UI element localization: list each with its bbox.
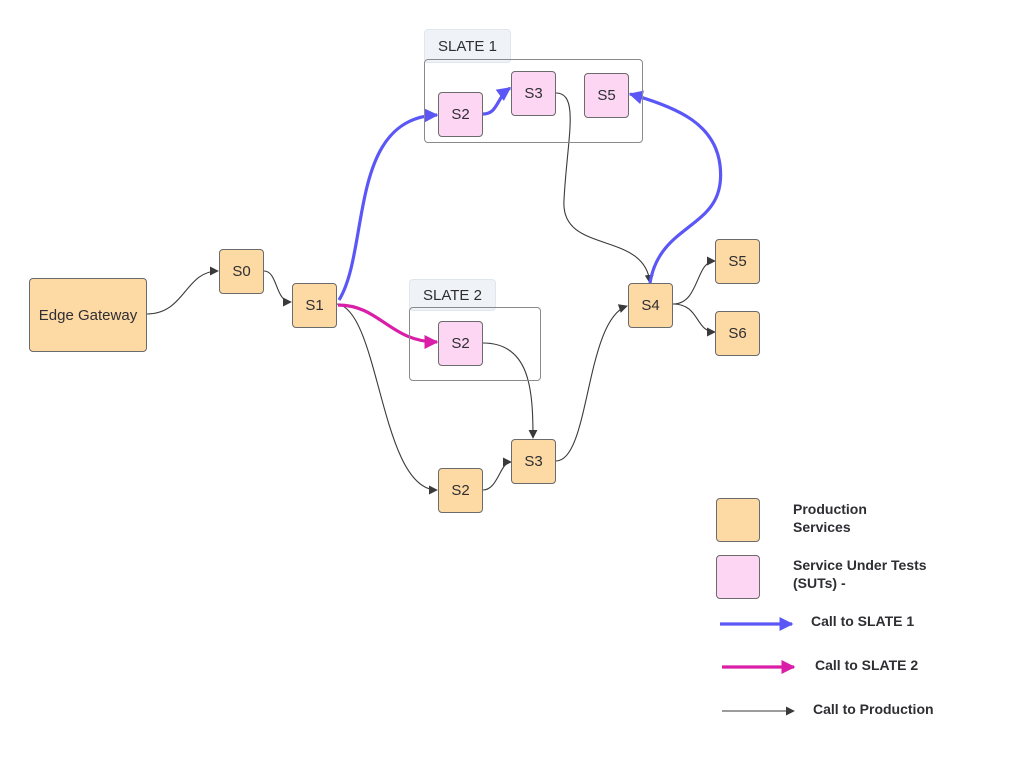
prod-s2-node[interactable]: S2 — [438, 468, 483, 513]
edge-s1-to-s2 — [336, 303, 438, 495]
legend-label-production-call: Call to Production — [813, 701, 934, 717]
s1-node[interactable]: S1 — [292, 283, 337, 328]
edge-s1-to-slate2-s2 — [337, 303, 439, 349]
edge-gateway-to-s0 — [146, 266, 219, 315]
edge-s4-to-slate1-s5 — [628, 90, 723, 284]
legend-label-slate2: Call to SLATE 2 — [815, 657, 919, 673]
legend-label-sut: Service Under Tests (SUTs) - — [793, 557, 927, 591]
slate1-label: SLATE 1 — [424, 29, 511, 63]
edge-s4-to-s6 — [672, 303, 716, 337]
slate1-s5-node[interactable]: S5 — [584, 73, 629, 118]
slate1-container — [424, 59, 643, 143]
edge-s0-to-s1 — [263, 270, 292, 307]
slate2-s2-node[interactable]: S2 — [438, 321, 483, 366]
edge-s1-to-slate1-s2 — [337, 108, 439, 301]
legend-label-production: Production Services — [793, 501, 867, 535]
edge-slate1-s2-to-s3 — [482, 86, 512, 116]
prod-s3-node[interactable]: S3 — [511, 439, 556, 484]
legend-label-slate1: Call to SLATE 1 — [811, 613, 915, 629]
edge-s3-to-s4 — [555, 304, 628, 462]
slate1-s3-node[interactable]: S3 — [511, 71, 556, 116]
edge-slate1-s3-to-s4 — [555, 92, 654, 284]
edge-slate2-s2-to-s3 — [482, 342, 538, 439]
slate1-s2-node[interactable]: S2 — [438, 92, 483, 137]
edge-s2-to-s3 — [482, 457, 512, 491]
prod-s6-node[interactable]: S6 — [715, 311, 760, 356]
prod-s5-node[interactable]: S5 — [715, 239, 760, 284]
s0-node[interactable]: S0 — [219, 249, 264, 294]
edge-s4-to-s5 — [672, 256, 716, 305]
slate2-container — [409, 307, 541, 381]
slate2-label: SLATE 2 — [409, 279, 496, 311]
legend-swatch-sut — [716, 555, 760, 599]
legend-swatch-production — [716, 498, 760, 542]
prod-s4-node[interactable]: S4 — [628, 283, 673, 328]
edge-gateway-node[interactable]: Edge Gateway — [29, 278, 147, 352]
